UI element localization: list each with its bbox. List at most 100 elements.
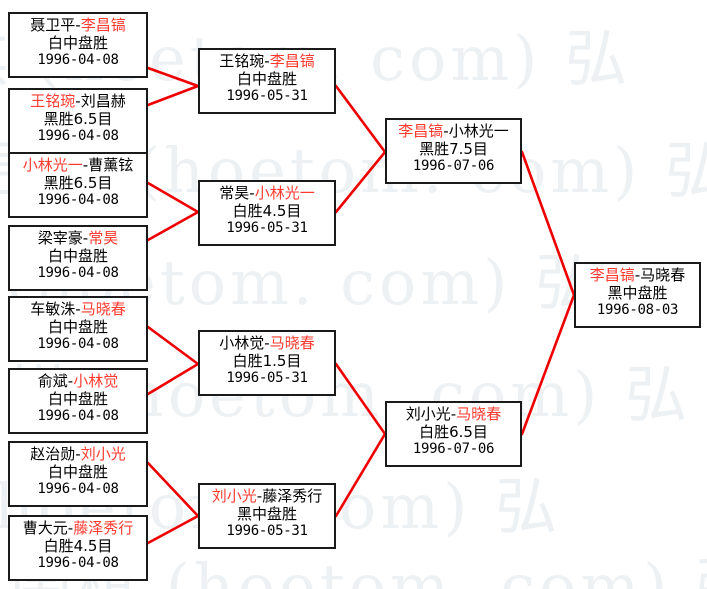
player-right: 刘昌赫 <box>80 92 126 110</box>
match-players: 俞斌-小林觉 <box>37 372 119 390</box>
match-date: 1996-07-06 <box>412 441 495 458</box>
player-left: 车敏洙 <box>30 300 76 318</box>
match-result: 白中盘胜 <box>47 246 108 265</box>
player-right: 马晓春 <box>640 266 686 284</box>
match-players: 常昊-小林光一 <box>219 184 315 202</box>
match-box[interactable]: 刘小光-马晓春 白胜6.5目 1996-07-06 <box>385 401 522 467</box>
match-players: 刘小光-马晓春 <box>405 405 502 423</box>
player-left: 刘小光 <box>405 405 451 423</box>
player-right: 马晓春 <box>80 300 126 318</box>
player-left: 梁宰豪 <box>37 229 83 247</box>
match-result: 黑胜7.5目 <box>419 139 488 158</box>
match-result: 黑胜6.5目 <box>43 173 113 192</box>
match-date: 1996-05-31 <box>226 523 308 540</box>
match-result: 白胜6.5目 <box>419 422 488 441</box>
match-result: 白中盘胜 <box>47 317 108 336</box>
player-right: 马晓春 <box>269 334 315 352</box>
match-date: 1996-07-06 <box>412 158 495 175</box>
match-box[interactable]: 王铭琬-李昌镐 白中盘胜 1996-05-31 <box>198 48 336 114</box>
connector-r2m3-r3m2 <box>334 362 387 436</box>
match-box-final[interactable]: 李昌镐-马晓春 黑中盘胜 1996-08-03 <box>574 262 701 328</box>
match-players: 小林觉-马晓春 <box>219 334 315 352</box>
player-left: 李昌镐 <box>589 266 635 284</box>
match-date: 1996-04-08 <box>37 128 119 145</box>
player-right: 小林觉 <box>73 372 119 390</box>
player-left: 刘小光 <box>211 487 257 505</box>
player-left: 聂卫平 <box>30 16 76 34</box>
connector-r1m5-r2m3 <box>146 325 200 366</box>
match-date: 1996-05-31 <box>226 88 308 105</box>
player-right: 李昌镐 <box>80 16 126 34</box>
match-result: 黑中盘胜 <box>236 504 297 523</box>
player-right: 藤泽秀行 <box>262 487 323 505</box>
match-box[interactable]: 曹大元-藤泽秀行 白胜4.5目 1996-04-08 <box>8 515 148 581</box>
match-box[interactable]: 梁宰豪-常昊 白中盘胜 1996-04-08 <box>8 225 148 291</box>
player-right: 藤泽秀行 <box>73 519 134 537</box>
player-left: 王铭琬 <box>30 92 76 110</box>
match-players: 梁宰豪-常昊 <box>37 229 119 247</box>
match-players: 李昌镐-马晓春 <box>589 266 686 284</box>
match-result: 白胜4.5目 <box>232 201 302 220</box>
match-players: 小林光一-曹薰铉 <box>22 156 134 174</box>
match-players: 李昌镐-小林光一 <box>398 122 509 140</box>
match-players: 曹大元-藤泽秀行 <box>22 519 134 537</box>
player-right: 小林光一 <box>448 122 509 140</box>
player-left: 王铭琬 <box>219 52 265 70</box>
player-right: 刘小光 <box>80 445 126 463</box>
match-date: 1996-04-08 <box>37 52 119 69</box>
match-players: 王铭琬-李昌镐 <box>219 52 315 70</box>
player-right: 李昌镐 <box>269 52 315 70</box>
connector-r1m8-r2m4 <box>146 514 200 545</box>
connector-r1m4-r2m2 <box>146 210 200 242</box>
match-box[interactable]: 常昊-小林光一 白胜4.5目 1996-05-31 <box>198 180 336 246</box>
connector-r1m1-r2m1 <box>146 66 200 88</box>
player-left: 曹大元 <box>22 519 68 537</box>
match-result: 白中盘胜 <box>47 389 108 408</box>
match-result: 黑中盘胜 <box>607 283 668 302</box>
connector-r3m2-final <box>520 293 576 436</box>
player-right: 曹薰铉 <box>88 156 134 174</box>
player-left: 小林光一 <box>22 156 83 174</box>
match-date: 1996-08-03 <box>596 302 679 319</box>
player-right: 马晓春 <box>456 405 502 423</box>
match-result: 白中盘胜 <box>236 69 297 88</box>
match-box[interactable]: 赵治勋-刘小光 白中盘胜 1996-04-08 <box>8 441 148 507</box>
player-left: 赵治勋 <box>30 445 76 463</box>
match-box[interactable]: 俞斌-小林觉 白中盘胜 1996-04-08 <box>8 368 148 434</box>
match-date: 1996-04-08 <box>37 408 119 425</box>
player-left: 常昊 <box>219 184 250 202</box>
player-right: 常昊 <box>88 229 119 247</box>
player-left: 李昌镐 <box>398 122 444 140</box>
match-box[interactable]: 李昌镐-小林光一 黑胜7.5目 1996-07-06 <box>385 118 522 184</box>
match-players: 赵治勋-刘小光 <box>30 445 126 463</box>
match-box[interactable]: 小林光一-曹薰铉 黑胜6.5目 1996-04-08 <box>8 152 148 218</box>
match-players: 王铭琬-刘昌赫 <box>30 92 126 110</box>
connector-r1m6-r2m3 <box>146 362 200 396</box>
match-result: 白胜4.5目 <box>43 536 113 555</box>
match-players: 刘小光-藤泽秀行 <box>211 487 323 505</box>
match-box[interactable]: 小林觉-马晓春 白胜1.5目 1996-05-31 <box>198 330 336 396</box>
connector-r2m1-r3m1 <box>334 84 387 154</box>
player-right: 小林光一 <box>254 184 315 202</box>
match-date: 1996-05-31 <box>226 220 308 237</box>
connector-r3m1-final <box>520 150 576 297</box>
match-box[interactable]: 聂卫平-李昌镐 白中盘胜 1996-04-08 <box>8 12 148 78</box>
player-left: 小林觉 <box>219 334 265 352</box>
connector-r2m4-r3m2 <box>334 432 387 518</box>
connector-r2m2-r3m1 <box>334 150 387 214</box>
match-result: 白中盘胜 <box>47 33 108 52</box>
match-box[interactable]: 车敏洙-马晓春 白中盘胜 1996-04-08 <box>8 296 148 362</box>
match-date: 1996-04-08 <box>37 336 119 353</box>
connector-r1m2-r2m1 <box>146 84 200 107</box>
connector-r1m3-r2m2 <box>146 181 200 214</box>
match-date: 1996-04-08 <box>37 265 119 282</box>
match-date: 1996-05-31 <box>226 370 308 387</box>
match-result: 黑胜6.5目 <box>43 109 113 128</box>
match-result: 白胜1.5目 <box>232 351 302 370</box>
match-box[interactable]: 刘小光-藤泽秀行 黑中盘胜 1996-05-31 <box>198 483 336 549</box>
match-box[interactable]: 王铭琬-刘昌赫 黑胜6.5目 1996-04-08 <box>8 88 148 154</box>
match-date: 1996-04-08 <box>37 192 119 209</box>
player-left: 俞斌 <box>37 372 68 390</box>
connector-r1m7-r2m4 <box>146 461 200 518</box>
